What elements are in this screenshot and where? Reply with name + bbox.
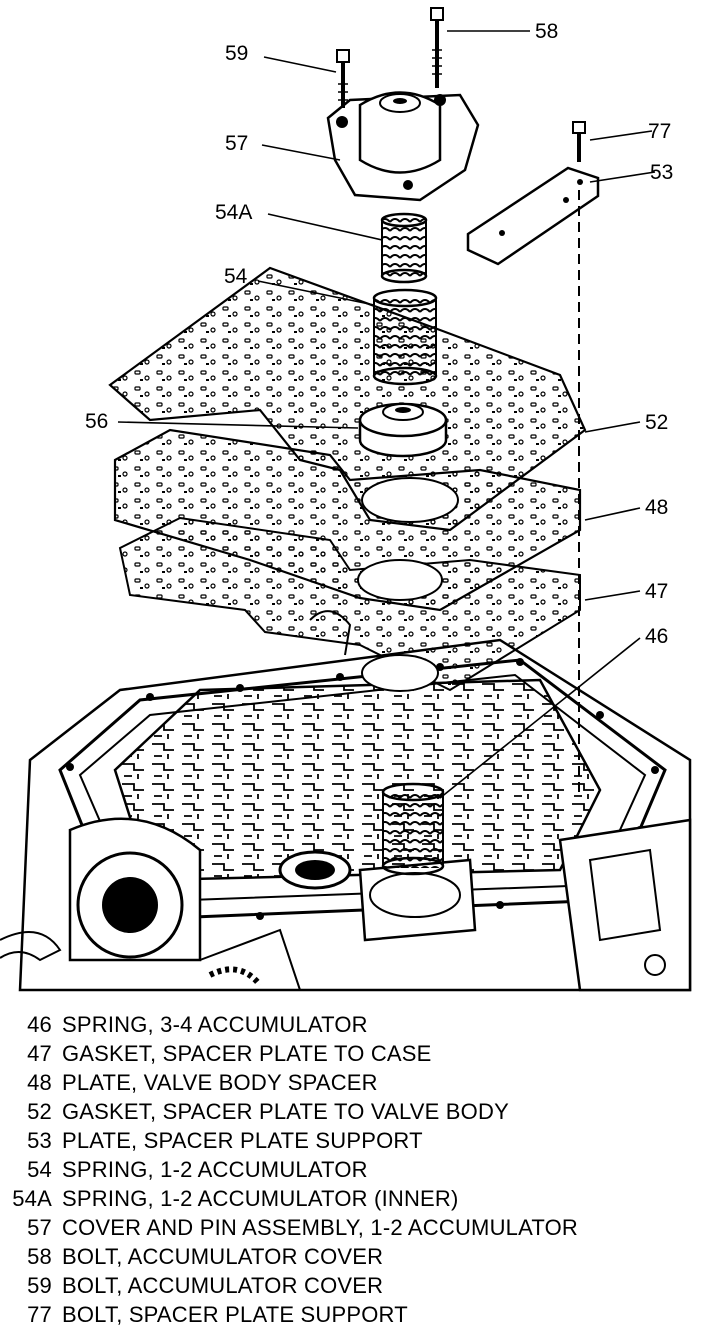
legend-item-description: COVER AND PIN ASSEMBLY, 1-2 ACCUMULATOR	[62, 1215, 578, 1240]
legend-item: 57 COVER AND PIN ASSEMBLY, 1-2 ACCUMULATO…	[0, 1213, 704, 1242]
legend-item-description: BOLT, ACCUMULATOR COVER	[62, 1273, 384, 1298]
callout-53: 53	[650, 161, 673, 184]
accumulator-3-4-bore	[358, 858, 477, 942]
accumulator-cover	[326, 91, 480, 202]
legend-item-description: GASKET, SPACER PLATE TO CASE	[62, 1041, 432, 1066]
spring-1-2-accumulator	[372, 288, 438, 386]
legend-item-number: 52	[27, 1099, 52, 1124]
callout-48: 48	[645, 496, 668, 519]
legend-item-description: PLATE, SPACER PLATE SUPPORT	[62, 1128, 423, 1153]
spring-3-4-accumulator	[381, 782, 445, 876]
legend-item-number: 59	[27, 1273, 52, 1298]
legend-item-number: 46	[27, 1012, 52, 1037]
callout-54a: 54A	[215, 201, 252, 224]
legend-item-number: 47	[27, 1041, 52, 1066]
legend-item: 46 SPRING, 3-4 ACCUMULATOR	[0, 1010, 704, 1039]
legend-item-description: GASKET, SPACER PLATE TO VALVE BODY	[62, 1099, 509, 1124]
legend-item-number: 48	[27, 1070, 52, 1095]
spacer-plate-support	[466, 166, 600, 266]
case-lower-housing	[0, 817, 692, 992]
legend-item-description: PLATE, VALVE BODY SPACER	[62, 1070, 378, 1095]
legend-item-number: 77	[27, 1302, 52, 1327]
callout-47: 47	[645, 580, 668, 603]
legend-item: 54 SPRING, 1-2 ACCUMULATOR	[0, 1155, 704, 1184]
legend-item-number: 54A	[12, 1186, 52, 1211]
legend-item: 59 BOLT, ACCUMULATOR COVER	[0, 1271, 704, 1300]
legend-item-number: 57	[27, 1215, 52, 1240]
legend-item-description: SPRING, 1-2 ACCUMULATOR (INNER)	[62, 1186, 459, 1211]
callout-77: 77	[648, 120, 671, 143]
legend-item: 48 PLATE, VALVE BODY SPACER	[0, 1068, 704, 1097]
bolt-77	[572, 121, 586, 795]
legend-item: 53 PLATE, SPACER PLATE SUPPORT	[0, 1126, 704, 1155]
callout-52: 52	[645, 411, 668, 434]
legend-item-number: 54	[27, 1157, 52, 1182]
callout-46: 46	[645, 625, 668, 648]
legend-item-number: 58	[27, 1244, 52, 1269]
legend-item-description: SPRING, 3-4 ACCUMULATOR	[62, 1012, 368, 1037]
callout-59: 59	[225, 42, 248, 65]
valve-body	[113, 678, 602, 890]
legend-item: 58 BOLT, ACCUMULATOR COVER	[0, 1242, 704, 1271]
leader-lines	[117, 30, 656, 799]
legend-item: 52 GASKET, SPACER PLATE TO VALVE BODY	[0, 1097, 704, 1126]
legend-item-description: SPRING, 1-2 ACCUMULATOR	[62, 1157, 368, 1182]
legend-item-description: BOLT, SPACER PLATE SUPPORT	[62, 1302, 408, 1327]
callout-54: 54	[224, 265, 248, 288]
bolt-58	[430, 7, 444, 88]
legend-item: 77 BOLT, SPACER PLATE SUPPORT	[0, 1300, 704, 1329]
callout-57: 57	[225, 132, 248, 155]
bolt-59	[336, 49, 350, 108]
accumulator-piston	[358, 402, 448, 458]
callout-58: 58	[535, 20, 558, 43]
legend-item: 54A SPRING, 1-2 ACCUMULATOR (INNER)	[0, 1184, 704, 1213]
legend-item: 47 GASKET, SPACER PLATE TO CASE	[0, 1039, 704, 1068]
callout-56: 56	[85, 410, 108, 433]
exploded-view-diagram: 59 58 57 77 53 54A 54 56 52 48 47 46	[0, 7, 692, 992]
legend-item-number: 53	[27, 1128, 52, 1153]
spring-1-2-accumulator-inner	[380, 212, 428, 284]
legend-item-description: BOLT, ACCUMULATOR COVER	[62, 1244, 384, 1269]
